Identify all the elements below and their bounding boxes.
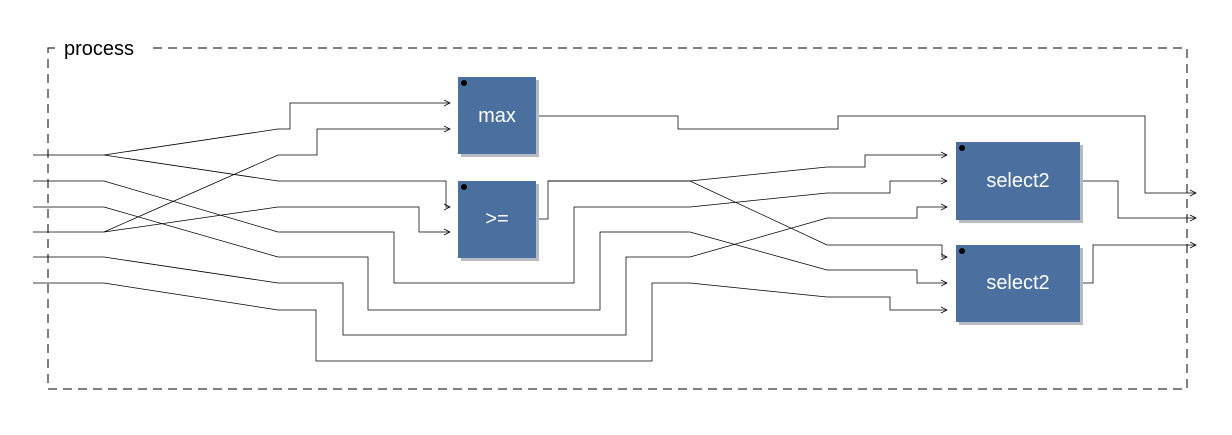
- wire: [1080, 180, 1196, 219]
- wire: [103, 180, 947, 284]
- wire: [103, 206, 947, 336]
- arrowhead: [443, 125, 451, 133]
- block-label: select2: [986, 170, 1049, 192]
- arrowhead: [940, 177, 948, 185]
- port-dot: [461, 80, 467, 86]
- process-frame: [47, 47, 1188, 390]
- block-select2-top: select2: [956, 142, 1083, 223]
- block-max: max: [458, 77, 539, 157]
- block-ge: >=: [458, 181, 539, 261]
- wire: [537, 115, 1196, 194]
- wire: [103, 102, 450, 156]
- wire: [1080, 244, 1196, 284]
- arrowhead: [443, 203, 451, 211]
- arrowhead: [1189, 241, 1197, 249]
- block-label: max: [478, 105, 516, 127]
- port-dot: [959, 248, 965, 254]
- wire: [103, 282, 947, 362]
- arrowheads: [443, 99, 1197, 314]
- arrowhead: [940, 203, 948, 211]
- block-select2-bottom: select2: [956, 245, 1083, 325]
- arrowhead: [443, 228, 451, 236]
- title-background: [55, 36, 152, 60]
- wire: [103, 128, 450, 233]
- port-dot: [461, 184, 467, 190]
- arrowhead: [1189, 189, 1197, 197]
- wire: [103, 154, 450, 208]
- arrowhead: [443, 99, 451, 107]
- arrowhead: [940, 151, 948, 159]
- wire: [103, 206, 947, 311]
- arrowhead: [940, 306, 948, 314]
- process-title: process: [64, 38, 134, 60]
- wires: [33, 102, 1196, 362]
- wire: [103, 206, 450, 233]
- block-label: select2: [986, 272, 1049, 294]
- wire: [537, 154, 947, 220]
- wire: [548, 180, 947, 258]
- block-label: >=: [485, 208, 508, 230]
- arrowhead: [1189, 214, 1197, 222]
- port-dot: [959, 145, 965, 151]
- arrowhead: [940, 279, 948, 287]
- arrowhead: [940, 253, 948, 261]
